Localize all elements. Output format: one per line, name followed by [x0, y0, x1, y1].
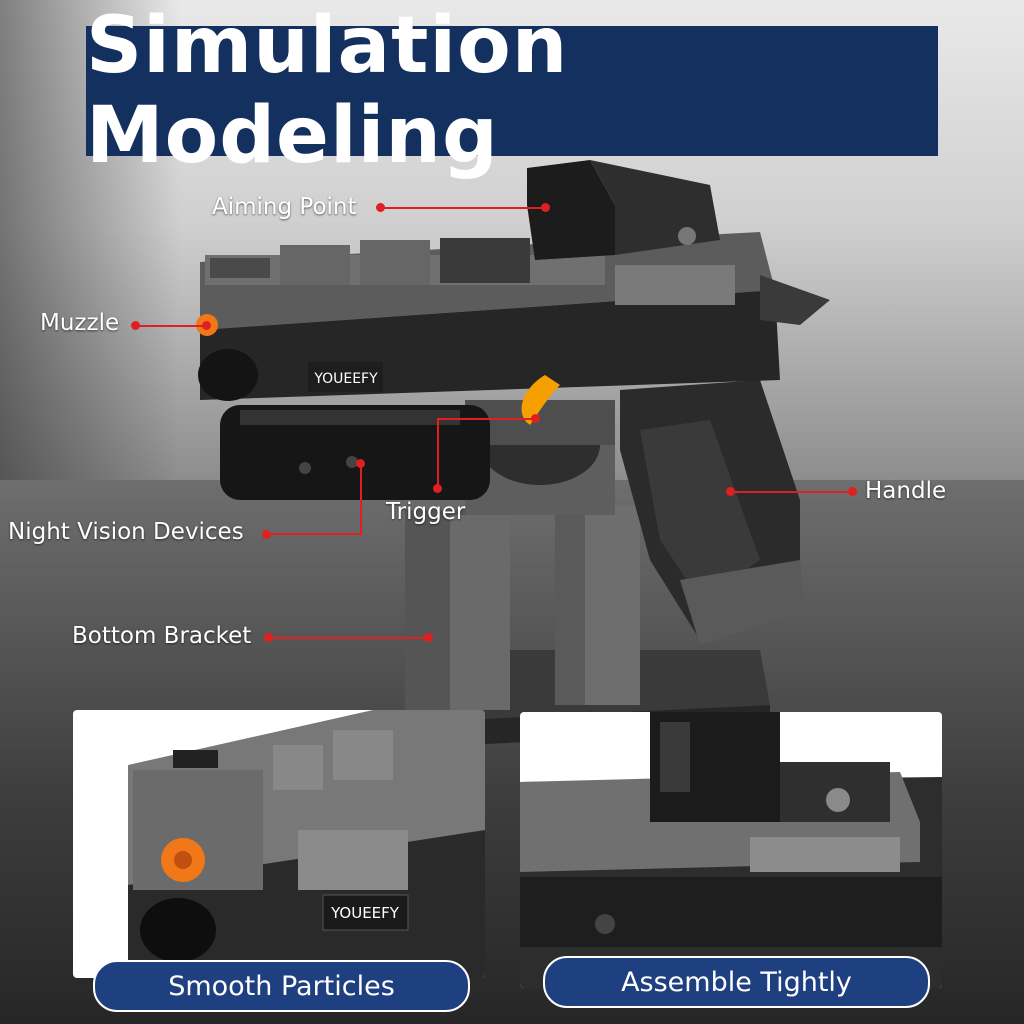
callout-leader [437, 418, 439, 488]
detail-panel-assemble-tightly [520, 712, 942, 988]
callout-leader [135, 325, 205, 327]
night-vision-device [220, 405, 490, 500]
callout-leader [437, 418, 537, 420]
title-banner: Simulation Modeling [86, 1, 938, 181]
callout-night-vision: Night Vision Devices [8, 519, 244, 545]
callout-leader [730, 491, 852, 493]
callout-leader [360, 463, 362, 535]
caption-assemble-tightly: Assemble Tightly [543, 956, 930, 1008]
page-title: Simulation Modeling [86, 1, 569, 181]
callout-muzzle: Muzzle [40, 310, 120, 336]
callout-dot [356, 459, 365, 468]
caption-smooth-particles: Smooth Particles [93, 960, 470, 1012]
callout-dot [848, 487, 857, 496]
detail-panel-smooth-particles: YOUEEFY [73, 710, 485, 978]
detail-image-muzzle: YOUEEFY [128, 710, 485, 978]
callout-leader [380, 207, 544, 209]
detail-brand-plate: YOUEEFY [330, 904, 400, 922]
trigger-shape [521, 375, 560, 425]
callout-dot [433, 484, 442, 493]
callout-trigger: Trigger [386, 499, 466, 525]
detail-image-sight [520, 712, 942, 988]
callout-handle: Handle [865, 478, 947, 504]
callout-leader [268, 637, 426, 639]
slide [200, 232, 830, 400]
muzzle-barrel [198, 349, 258, 401]
callout-bottom-bracket: Bottom Bracket [72, 623, 252, 649]
callout-leader [266, 533, 362, 535]
aiming-sight [527, 160, 720, 260]
callout-dot [202, 321, 211, 330]
callout-dot [424, 633, 433, 642]
callout-aiming-point: Aiming Point [212, 194, 357, 220]
brand-plate [308, 362, 383, 392]
callout-dot [541, 203, 550, 212]
brand-plate-text: YOUEEFY [313, 371, 378, 387]
grip [620, 380, 805, 645]
